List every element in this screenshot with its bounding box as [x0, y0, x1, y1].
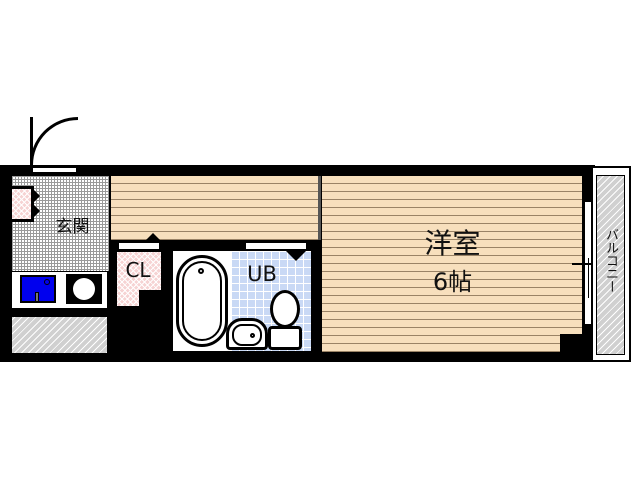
- closet-notch: [139, 290, 161, 308]
- unit-bath-label: UB: [247, 262, 277, 286]
- closet-door-marker: [146, 233, 160, 240]
- shoe-cabinet: [12, 186, 34, 222]
- entrance-label: 玄関: [55, 217, 90, 237]
- entry-door: [30, 117, 78, 167]
- entry-door-opening: [32, 167, 77, 173]
- room-corner-pillar: [560, 334, 584, 354]
- toilet-bowl: [270, 290, 300, 328]
- window-handle-line: [572, 263, 604, 265]
- bath-door-opening: [246, 243, 306, 249]
- bathtub-inner: [182, 261, 222, 341]
- shoe-cabinet-door-marker: [34, 190, 40, 202]
- toilet-tank: [268, 326, 302, 350]
- shoe-cabinet-door-marker: [34, 205, 40, 217]
- balcony-floor: [596, 175, 625, 355]
- stove-burner: [73, 278, 95, 300]
- corridor-divider: [318, 176, 321, 240]
- western-room-label: 洋室: [424, 227, 481, 260]
- bathtub-drain: [198, 268, 204, 274]
- faucet: [35, 292, 39, 302]
- door-leaf: [30, 117, 33, 167]
- balcony-label: バルコニー: [603, 228, 618, 293]
- closet-label: CL: [125, 258, 151, 282]
- wash-basin-drain: [250, 333, 255, 338]
- wash-basin-inner: [232, 324, 262, 346]
- western-room-size: 6帖: [432, 268, 473, 296]
- sink-drain: [44, 279, 50, 285]
- utility-space: [12, 317, 107, 353]
- bath-door-marker: [286, 251, 306, 261]
- corridor-floor: [111, 176, 318, 240]
- western-room-floor: [322, 176, 582, 352]
- closet-door-opening: [119, 243, 159, 249]
- window-frame-line: [588, 258, 589, 298]
